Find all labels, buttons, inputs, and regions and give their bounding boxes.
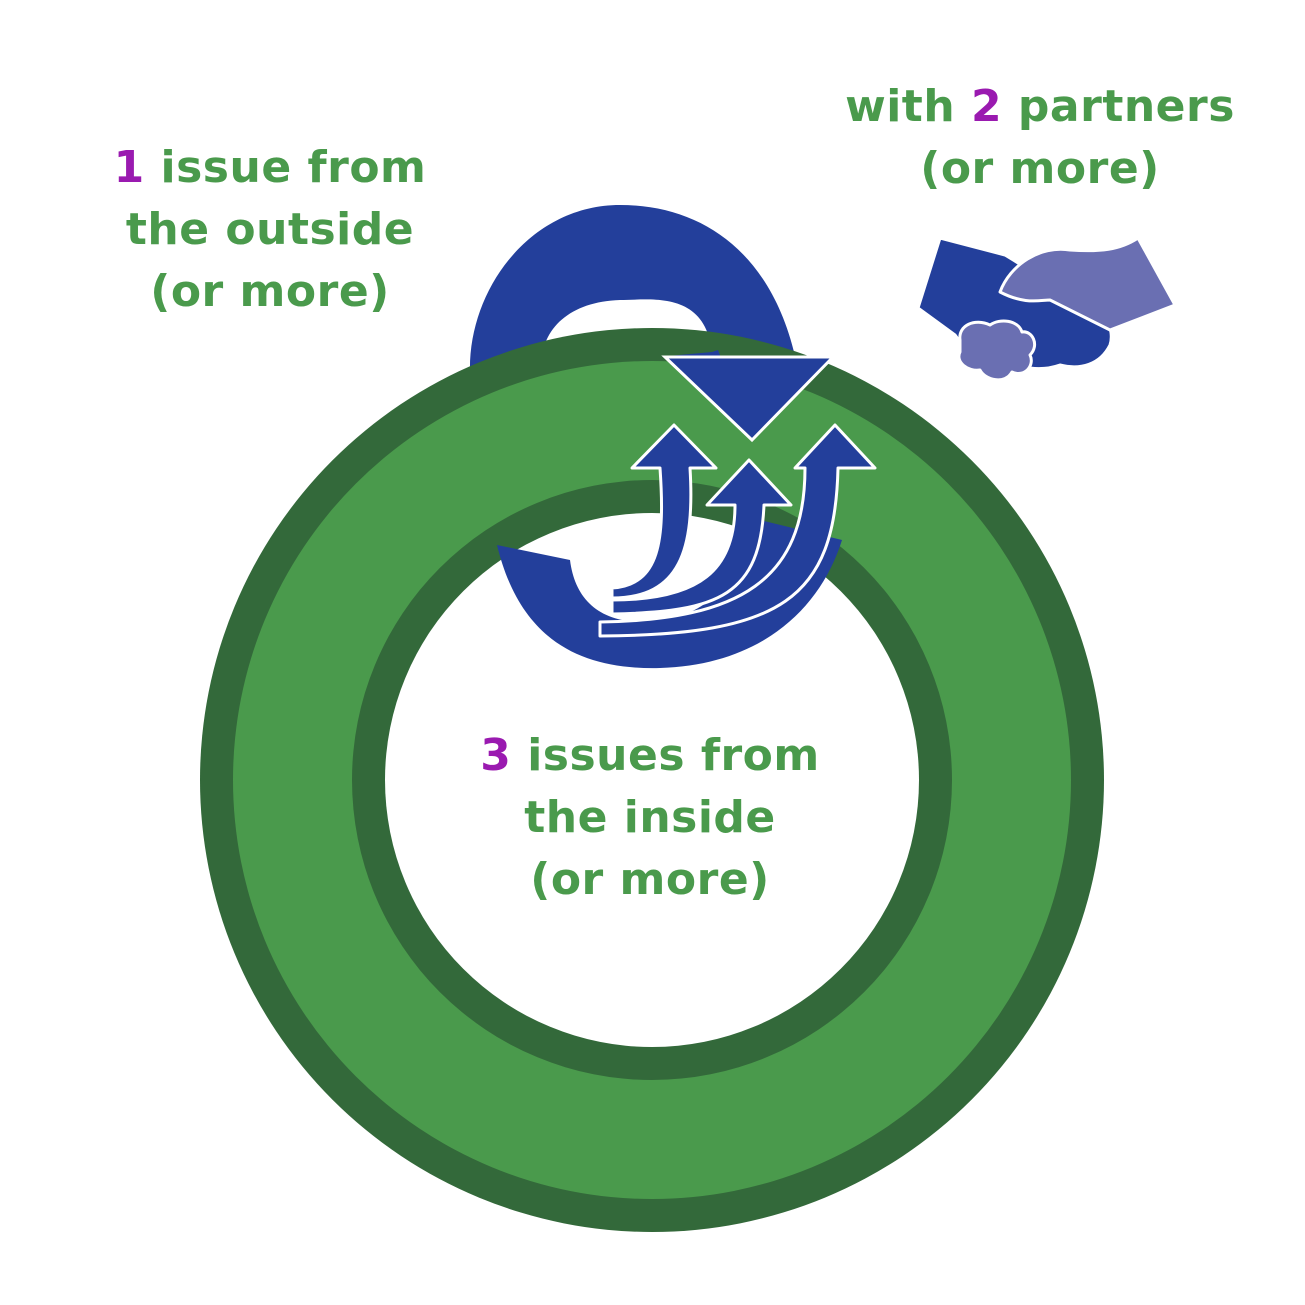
label-outside-line1: 1 issue from [60,137,480,199]
outside-number: 1 [113,142,145,193]
arrow-right [598,423,877,638]
inside-line1-text: issues from [511,730,820,781]
label-outside-issue: 1 issue from the outside (or more) [60,137,480,323]
label-inside-line1: 3 issues from [440,725,860,787]
partners-line1-text: partners [1002,81,1235,132]
outside-line1-text: issue from [144,142,427,193]
label-partners-line1: with 2 partners [820,76,1260,138]
arrow-left [610,423,718,600]
outside-line3-text: (or more) [150,266,390,317]
ring-center [385,513,919,1047]
partners-line2-text: (or more) [920,143,1160,194]
hand-fingers [957,319,1036,382]
hand-right [998,236,1177,332]
partners-line1-pre: with [845,81,971,132]
green-ring [200,328,1104,1232]
three-upward-arrows-icon [598,423,877,638]
label-inside-issues: 3 issues from the inside (or more) [440,725,860,911]
partners-number: 2 [970,81,1003,132]
label-partners: with 2 partners (or more) [820,76,1260,200]
inside-number: 3 [480,730,512,781]
inside-line3-text: (or more) [530,854,770,905]
handshake-icon [916,236,1177,382]
outside-line2-text: the outside [125,204,415,255]
arrow-middle [610,458,793,616]
loop-arrowhead [661,355,837,443]
inside-line2-text: the inside [524,792,776,843]
